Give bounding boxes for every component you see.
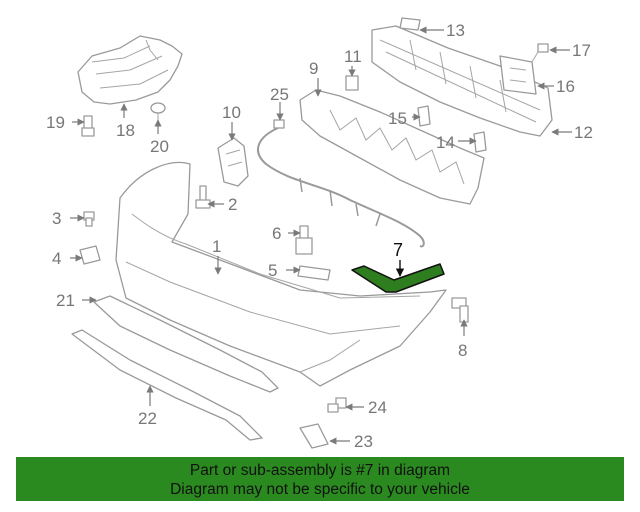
callout-8: 8: [458, 341, 467, 360]
part-24-bolt: [327, 397, 347, 413]
callout-10: 10: [222, 103, 241, 122]
callout-24: 24: [368, 398, 387, 417]
part-13-clip: [399, 17, 421, 31]
part-21-garnish: [93, 295, 279, 393]
callout-4: 4: [52, 249, 61, 268]
callout-13: 13: [446, 21, 465, 40]
part-3-bolt: [83, 211, 95, 227]
parts-diagram: 13 11 9 17 16 15 14 12 18 19 20 10 25 2 …: [46, 17, 593, 451]
part-4-nut: [79, 245, 101, 265]
callout-17: 17: [572, 41, 591, 60]
part-11-plate: [345, 75, 359, 91]
part-2-bolt: [195, 185, 211, 209]
part-9-absorber: [299, 89, 485, 205]
part-12-reinforcement: [371, 25, 553, 137]
part-5-strip: [297, 265, 331, 281]
callout-21: 21: [56, 291, 75, 310]
callout-labels: 13 11 9 17 16 15 14 12 18 19 20 10 25 2 …: [46, 21, 593, 451]
part-25-harness: [257, 119, 425, 248]
banner-line-1: Part or sub-assembly is #7 in diagram: [189, 462, 451, 479]
part-22-trim: [71, 329, 263, 441]
callout-3: 3: [52, 209, 61, 228]
part-7-bracket-highlight[interactable]: [351, 263, 445, 293]
part-23-flap: [299, 423, 329, 449]
callout-22: 22: [138, 409, 157, 428]
part-16-bracket: [499, 55, 537, 95]
part-18-cover: [77, 35, 183, 105]
callout-11: 11: [344, 47, 362, 66]
banner-line-2: Diagram may not be specific to your vehi…: [170, 481, 470, 498]
part-17-bolt: [531, 43, 549, 63]
part-15-clip: [417, 105, 431, 127]
callout-25: 25: [270, 85, 289, 104]
callout-7: 7: [393, 240, 403, 260]
callout-16: 16: [556, 77, 575, 96]
callout-23: 23: [354, 432, 373, 451]
callout-2: 2: [228, 195, 237, 214]
callout-1: 1: [212, 237, 221, 256]
part-6-clip: [295, 225, 313, 255]
callout-14: 14: [436, 133, 455, 152]
part-8-bolt: [451, 297, 469, 323]
leader-lines: [70, 26, 572, 445]
info-banner: Part or sub-assembly is #7 in diagram Di…: [16, 457, 624, 501]
callout-9: 9: [309, 59, 318, 78]
part-14-clip: [473, 131, 487, 153]
part-19-screw: [81, 115, 95, 137]
part-10-bracket: [217, 137, 249, 187]
callout-5: 5: [268, 261, 277, 280]
callout-6: 6: [272, 224, 281, 243]
callout-20: 20: [150, 137, 169, 156]
callout-18: 18: [116, 121, 135, 140]
callout-15: 15: [388, 109, 407, 128]
callout-12: 12: [574, 123, 593, 142]
part-1-bumper-cover: [115, 161, 447, 387]
part-20-clip: [150, 102, 166, 122]
callout-19: 19: [46, 113, 65, 132]
